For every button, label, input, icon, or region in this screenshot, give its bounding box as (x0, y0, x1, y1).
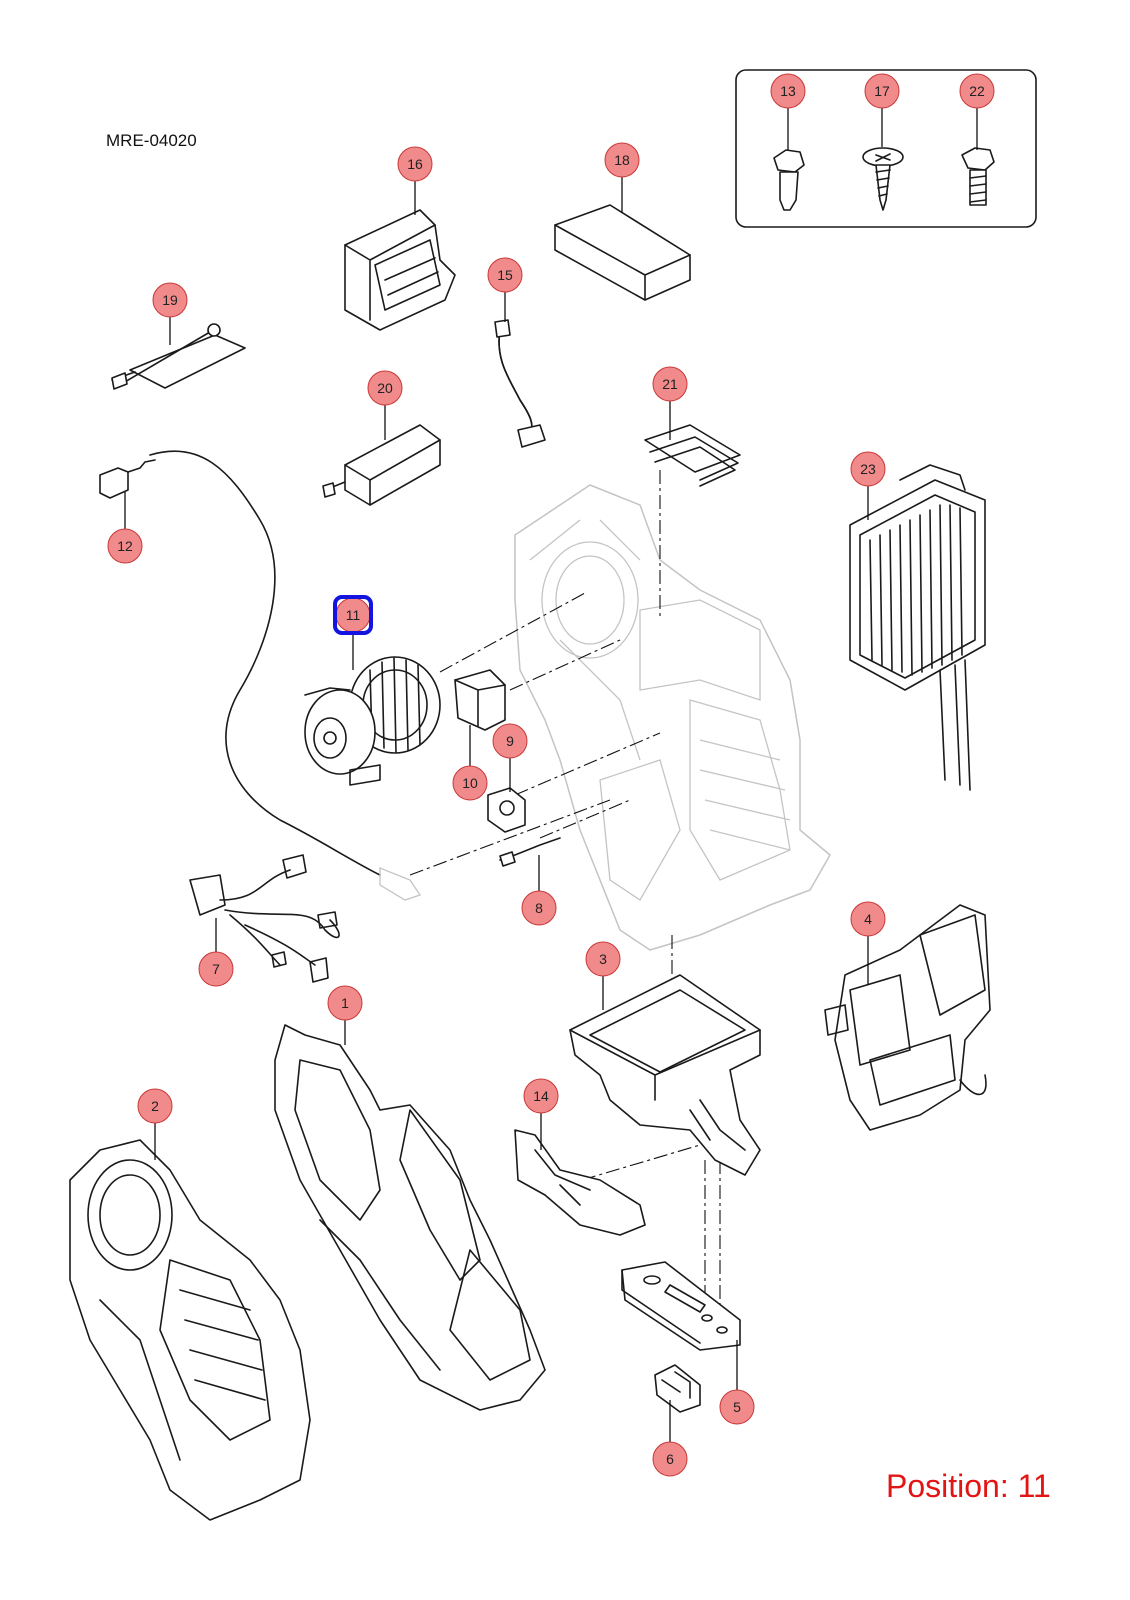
part-5-gasket (621, 1261, 741, 1351)
callout-10[interactable]: 10 (452, 765, 488, 801)
svg-text:16: 16 (407, 156, 423, 172)
callout-4[interactable]: 4 (850, 901, 886, 937)
svg-text:23: 23 (860, 461, 876, 477)
svg-text:13: 13 (780, 83, 796, 99)
svg-text:8: 8 (535, 900, 543, 916)
part-19-temperature-sensor (111, 323, 246, 390)
svg-text:15: 15 (497, 267, 513, 283)
svg-text:1: 1 (341, 995, 349, 1011)
part-11-blower-motor (304, 656, 441, 786)
callout-2[interactable]: 2 (137, 1088, 173, 1124)
callout-7[interactable]: 7 (198, 951, 234, 987)
part-18-filter-block (554, 204, 691, 301)
part-9-actuator (487, 787, 526, 833)
svg-text:21: 21 (662, 376, 678, 392)
callout-3[interactable]: 3 (585, 941, 621, 977)
svg-text:3: 3 (599, 951, 607, 967)
part-21-clips (644, 424, 741, 487)
svg-text:7: 7 (212, 961, 220, 977)
callout-5[interactable]: 5 (719, 1389, 755, 1425)
svg-text:14: 14 (533, 1088, 549, 1104)
callout-6[interactable]: 6 (652, 1441, 688, 1477)
part-23-heater-core (849, 464, 986, 791)
part-8-sensor-rod (499, 837, 561, 867)
svg-text:18: 18 (614, 152, 630, 168)
position-status: Position: 11 (886, 1468, 1051, 1504)
part-2-housing (69, 1139, 311, 1521)
callout-14[interactable]: 14 (523, 1078, 559, 1114)
callouts: 1 2 3 4 5 6 7 8 9 10 11 12 13 14 15 16 1… (107, 73, 995, 1477)
svg-text:20: 20 (377, 380, 393, 396)
callout-11[interactable]: 11 (335, 597, 371, 633)
part-6-sensor (654, 1364, 701, 1413)
callout-18[interactable]: 18 (604, 142, 640, 178)
svg-text:17: 17 (874, 83, 890, 99)
fasteners-box (735, 69, 1037, 228)
svg-text:4: 4 (864, 911, 872, 927)
part-3-filter-housing (569, 974, 761, 1176)
svg-text:5: 5 (733, 1399, 741, 1415)
svg-text:22: 22 (969, 83, 985, 99)
callout-15[interactable]: 15 (487, 257, 523, 293)
part-7-wiring-harness (189, 854, 340, 983)
callout-22[interactable]: 22 (959, 73, 995, 109)
svg-text:12: 12 (117, 538, 133, 554)
callout-21[interactable]: 21 (652, 366, 688, 402)
svg-text:6: 6 (666, 1451, 674, 1467)
part-14-bracket (514, 1129, 646, 1236)
ghost-hose (149, 450, 422, 901)
callout-9[interactable]: 9 (492, 723, 528, 759)
callout-19[interactable]: 19 (152, 282, 188, 318)
callout-20[interactable]: 20 (367, 370, 403, 406)
svg-text:2: 2 (151, 1098, 159, 1114)
svg-text:11: 11 (346, 607, 361, 623)
part-4-control-module (824, 904, 991, 1131)
selection-highlight (333, 595, 373, 635)
svg-text:9: 9 (506, 733, 514, 749)
callout-23[interactable]: 23 (850, 451, 886, 487)
part-12-connector (99, 459, 156, 499)
part-20-sensor-pack (322, 424, 441, 506)
part-15-hose (494, 319, 546, 448)
hvac-housing-assembly (514, 484, 831, 951)
callout-12[interactable]: 12 (107, 528, 143, 564)
callout-8[interactable]: 8 (521, 890, 557, 926)
part-10-blower-resistor (454, 669, 506, 731)
svg-text:19: 19 (162, 292, 178, 308)
callout-17[interactable]: 17 (864, 73, 900, 109)
callout-1[interactable]: 1 (327, 985, 363, 1021)
drawing-id: MRE-04020 (106, 131, 197, 150)
leader-lines (124, 107, 978, 1443)
part-1-housing-cover (274, 1024, 546, 1411)
callout-13[interactable]: 13 (770, 73, 806, 109)
svg-text:10: 10 (462, 775, 478, 791)
callout-16[interactable]: 16 (397, 146, 433, 182)
part-16-module (344, 209, 456, 331)
